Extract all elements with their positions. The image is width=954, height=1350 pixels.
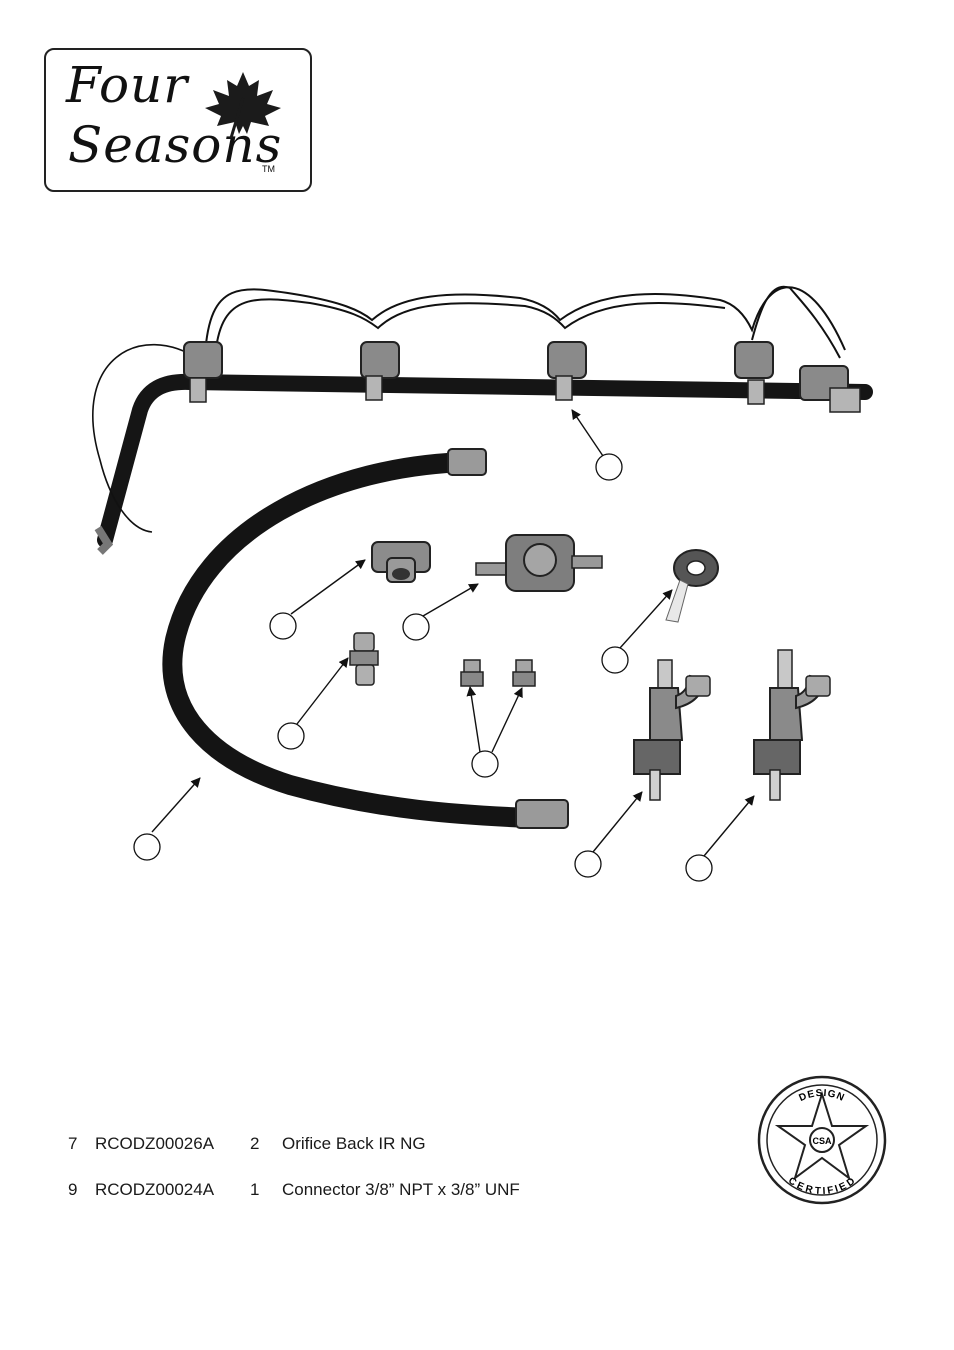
callout-circle (595, 453, 623, 481)
orifice-pair (460, 659, 536, 687)
callout-circles (133, 453, 713, 882)
burner-manifold (92, 285, 873, 555)
callout-circle (574, 850, 602, 878)
part-code: RCODZ00024A (95, 1180, 215, 1199)
flare-connector (349, 632, 379, 686)
tee-fitting (371, 541, 431, 583)
gas-hose (162, 448, 569, 829)
item-number: 9 (68, 1180, 78, 1199)
callout-circle (133, 833, 161, 861)
maple-leaf-icon (205, 72, 281, 139)
part-quantity: 2 (250, 1134, 260, 1153)
thread-seal-tape (665, 549, 719, 623)
part-description: Orifice Back IR NG (282, 1134, 426, 1153)
control-valve-left (633, 659, 711, 801)
callout-circle (601, 646, 629, 674)
design-certified-seal: CSA DESIGN CERTIFIED (757, 1075, 887, 1205)
svg-text:DESIGN: DESIGN (797, 1088, 846, 1104)
part-code: RCODZ00026A (95, 1134, 215, 1153)
seal-top-text: DESIGN (797, 1088, 845, 1104)
callout-circle (471, 750, 499, 778)
item-number: 7 (68, 1134, 78, 1153)
callout-circle (402, 613, 430, 641)
control-valve-right (753, 649, 831, 801)
gas-regulator (475, 534, 603, 592)
trademark-symbol: TM (262, 164, 275, 174)
brand-logo: Four Seasons TM (44, 48, 312, 192)
part-description: Connector 3/8” NPT x 3/8” UNF (282, 1180, 520, 1199)
callout-circle (685, 854, 713, 882)
callout-circle (269, 612, 297, 640)
part-quantity: 1 (250, 1180, 260, 1199)
logo-wordmark-line1: Four (66, 56, 189, 114)
parts-diagram (92, 285, 873, 882)
leader-lines (151, 409, 755, 857)
seal-center-text: CSA (812, 1136, 832, 1146)
callout-circle (277, 722, 305, 750)
